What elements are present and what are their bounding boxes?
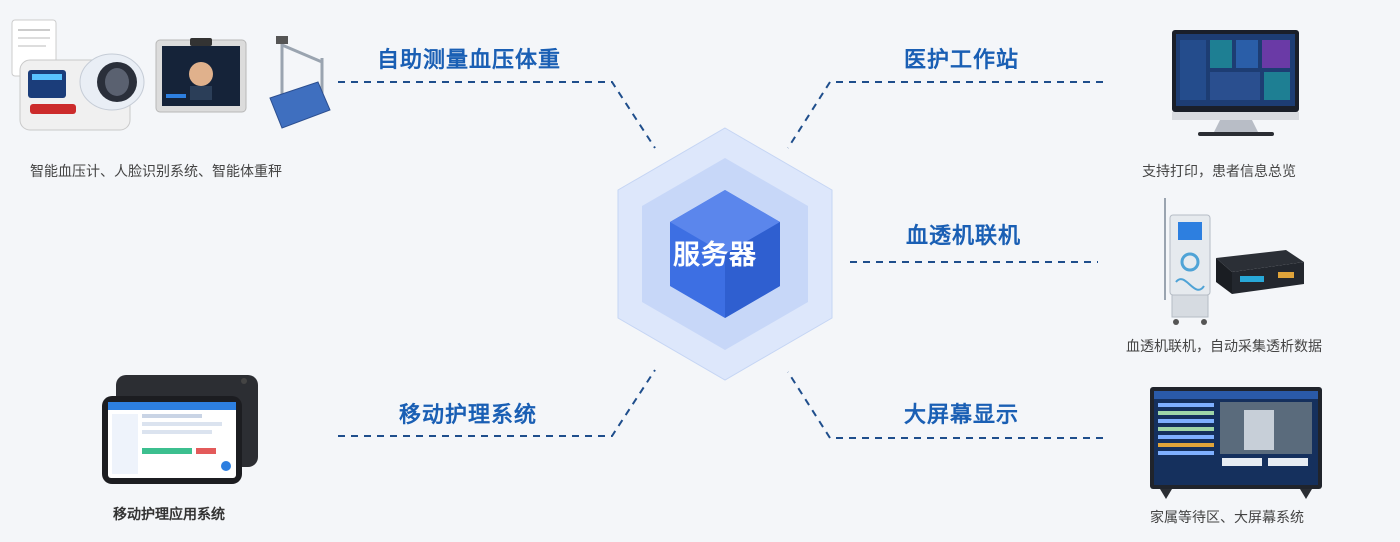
caption-mobile: 移动护理应用系统 [113, 507, 225, 523]
connector-nurse [787, 81, 1103, 149]
dialysis-machine-icon [1164, 198, 1211, 325]
hub-label: 服务器 [673, 240, 757, 271]
face-recognition-terminal-icon [155, 38, 247, 113]
hub-hexagon [617, 127, 833, 381]
smart-scale-icon [269, 36, 331, 129]
connector-bp [338, 81, 656, 149]
branch-label-screen: 大屏幕显示 [904, 403, 1020, 428]
branch-label-bp: 自助测量血压体重 [377, 48, 562, 73]
data-collector-box-icon [1216, 250, 1304, 294]
caption-nurse: 支持打印，患者信息总览 [1142, 164, 1296, 180]
workstation-monitor-icon [1172, 30, 1299, 136]
tablet-icon [102, 375, 258, 484]
branch-label-dialysis: 血透机联机 [906, 224, 1022, 249]
connector-mobile [338, 369, 656, 437]
caption-dialysis: 血透机联机，自动采集透析数据 [1126, 339, 1322, 355]
large-display-icon [1150, 387, 1322, 499]
branch-label-nurse: 医护工作站 [904, 48, 1020, 73]
caption-bp: 智能血压计、人脸识别系统、智能体重秤 [30, 164, 282, 180]
connector-screen [787, 371, 1103, 439]
caption-screen: 家属等待区、大屏幕系统 [1150, 510, 1304, 526]
branch-label-mobile: 移动护理系统 [399, 403, 538, 428]
blood-pressure-monitor-icon [11, 19, 145, 131]
